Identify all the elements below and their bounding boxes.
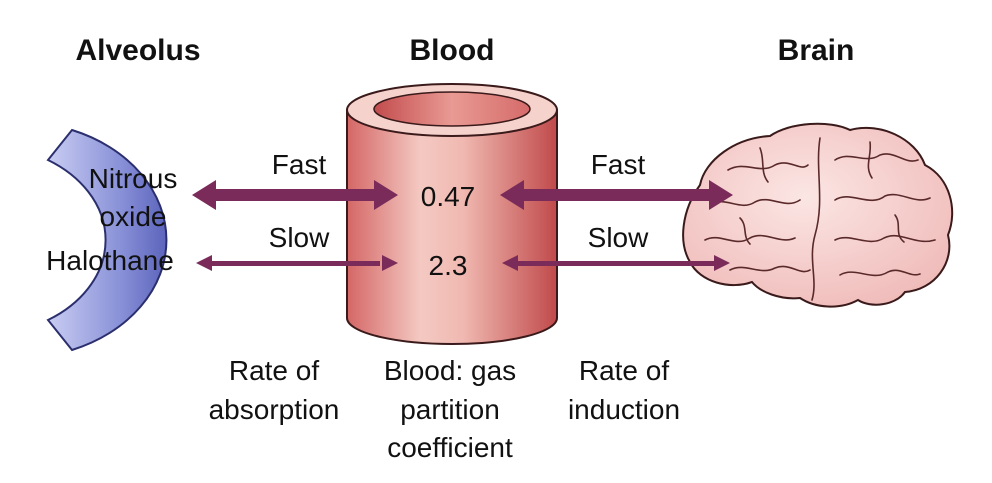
arrow-absorption-slow bbox=[196, 255, 398, 271]
label-nitrous-line1: Nitrous bbox=[89, 163, 178, 194]
caption-coefficient-line3: coefficient bbox=[387, 432, 513, 463]
coefficient-halothane: 2.3 bbox=[429, 250, 468, 281]
caption-absorption-line1: Rate of bbox=[229, 355, 319, 386]
label-nitrous-line2: oxide bbox=[100, 201, 167, 232]
blood-vessel-icon bbox=[346, 83, 558, 345]
label-induction-fast: Fast bbox=[591, 149, 646, 180]
arrow-induction-slow bbox=[502, 255, 730, 271]
label-absorption-fast: Fast bbox=[272, 149, 327, 180]
coefficient-nitrous-oxide: 0.47 bbox=[421, 181, 476, 212]
heading-brain: Brain bbox=[778, 34, 855, 67]
label-induction-slow: Slow bbox=[588, 222, 649, 253]
heading-alveolus: Alveolus bbox=[75, 34, 200, 67]
arrow-absorption-fast bbox=[192, 180, 398, 210]
caption-induction-line1: Rate of bbox=[579, 355, 669, 386]
caption-coefficient-line2: partition bbox=[400, 394, 500, 425]
alveolus-icon bbox=[46, 128, 168, 352]
brain-icon bbox=[682, 122, 954, 308]
caption-absorption-line2: absorption bbox=[209, 394, 340, 425]
caption-induction-line2: induction bbox=[568, 394, 680, 425]
label-halothane: Halothane bbox=[46, 245, 174, 276]
label-absorption-slow: Slow bbox=[269, 222, 330, 253]
caption-coefficient-line1: Blood: gas bbox=[384, 355, 516, 386]
heading-blood: Blood bbox=[410, 34, 495, 67]
arrow-induction-fast bbox=[500, 180, 733, 210]
